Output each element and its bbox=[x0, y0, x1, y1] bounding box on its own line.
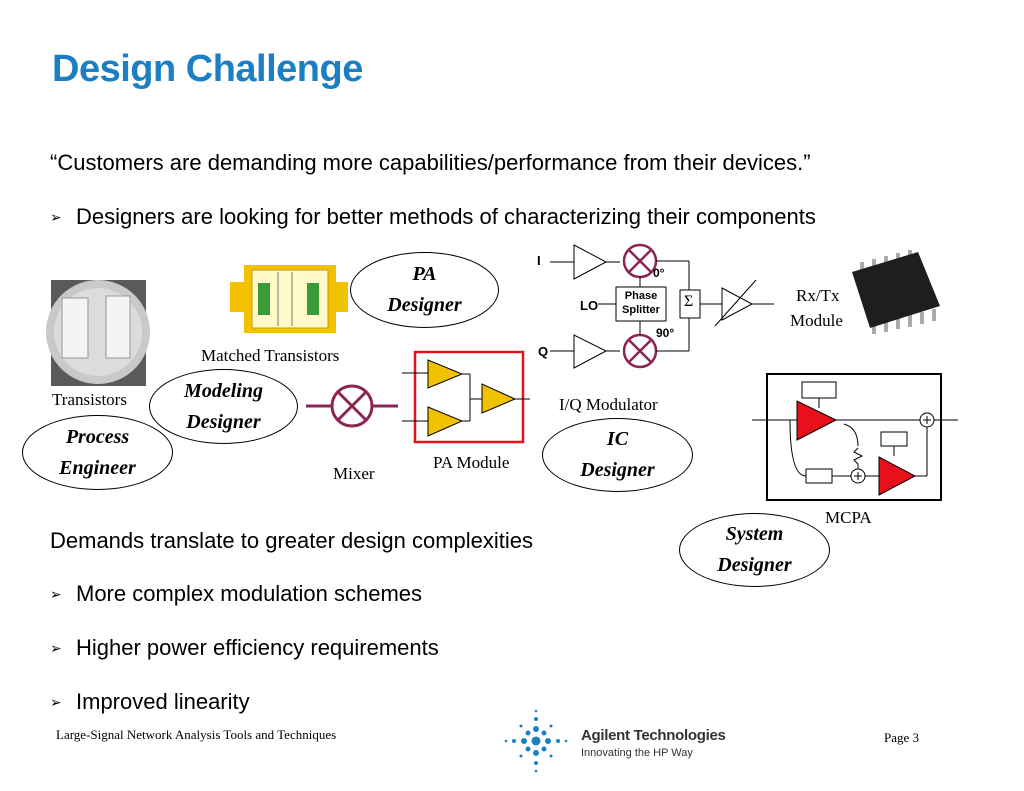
iq-lo-label: LO bbox=[580, 298, 599, 313]
phase-splitter-line2: Splitter bbox=[622, 304, 660, 316]
phase-splitter-line1: Phase bbox=[624, 290, 658, 302]
bullet-text: Designers are looking for better methods… bbox=[76, 204, 816, 229]
pa-module-block bbox=[402, 350, 530, 444]
bullet-power-efficiency: ➢ Higher power efficiency requirements bbox=[50, 635, 439, 661]
phase-0-label: 0° bbox=[653, 266, 665, 280]
phase-splitter-label: Phase Splitter bbox=[616, 289, 666, 317]
system-designer-line2: Designer bbox=[717, 554, 792, 576]
bullet-designers: ➢ Designers are looking for better metho… bbox=[50, 204, 816, 230]
company-tagline: Innovating the HP Way bbox=[581, 747, 693, 759]
iq-i-label: I bbox=[537, 253, 541, 268]
iq-modulator-label: I/Q Modulator bbox=[559, 395, 658, 414]
matched-transistors-label: Matched Transistors bbox=[201, 346, 340, 365]
agilent-spark-icon bbox=[504, 709, 568, 773]
matched-transistors-image bbox=[230, 265, 348, 333]
modeling-designer-line1: Modeling bbox=[184, 379, 263, 402]
mixer-symbol bbox=[306, 384, 398, 428]
slide-title: Design Challenge bbox=[52, 48, 363, 90]
ic-designer-line1: IC bbox=[606, 428, 629, 450]
demands-heading: Demands translate to greater design comp… bbox=[50, 528, 534, 553]
pa-designer-ellipse: PA Designer bbox=[350, 252, 499, 328]
pa-designer-line2: Designer bbox=[387, 294, 462, 316]
bullet-modulation: ➢ More complex modulation schemes bbox=[50, 581, 422, 607]
ic-designer-line2: Designer bbox=[580, 459, 655, 481]
arrow-bullet-icon: ➢ bbox=[50, 585, 62, 602]
bullet-text: More complex modulation schemes bbox=[76, 581, 423, 606]
page-number: Page 3 bbox=[884, 730, 920, 745]
arrow-bullet-icon: ➢ bbox=[50, 693, 62, 710]
process-engineer-line1: Process bbox=[65, 425, 130, 448]
process-engineer-line2: Engineer bbox=[59, 456, 136, 479]
pa-module-label: PA Module bbox=[433, 453, 510, 472]
mixer-label: Mixer bbox=[333, 464, 375, 483]
arrow-bullet-icon: ➢ bbox=[50, 208, 62, 225]
mcpa-label: MCPA bbox=[825, 508, 872, 527]
ic-designer-ellipse: IC Designer bbox=[542, 418, 693, 492]
wafer-image bbox=[46, 280, 150, 386]
phase-90-label: 90° bbox=[656, 326, 675, 340]
iq-q-label: Q bbox=[538, 344, 549, 359]
iq-modulator-block bbox=[550, 243, 774, 369]
quote-text: “Customers are demanding more capabiliti… bbox=[50, 150, 811, 175]
rxtx-label-line2: Module bbox=[790, 311, 843, 330]
bullet-text: Higher power efficiency requirements bbox=[76, 635, 439, 660]
company-name: Agilent Technologies bbox=[581, 727, 726, 744]
sigma-combiner: Σ bbox=[684, 293, 694, 310]
arrow-bullet-icon: ➢ bbox=[50, 639, 62, 656]
transistors-label: Transistors bbox=[52, 390, 127, 409]
bullet-text: Improved linearity bbox=[76, 689, 250, 714]
system-designer-line1: System bbox=[725, 523, 784, 545]
rxtx-label-line1: Rx/Tx bbox=[796, 286, 840, 305]
footer-title: Large-Signal Network Analysis Tools and … bbox=[56, 727, 337, 742]
rxtx-chip-image bbox=[852, 250, 940, 334]
pa-designer-line1: PA bbox=[412, 263, 437, 285]
modeling-designer-line2: Designer bbox=[186, 410, 261, 433]
bullet-linearity: ➢ Improved linearity bbox=[50, 689, 250, 715]
mcpa-block bbox=[752, 373, 958, 501]
